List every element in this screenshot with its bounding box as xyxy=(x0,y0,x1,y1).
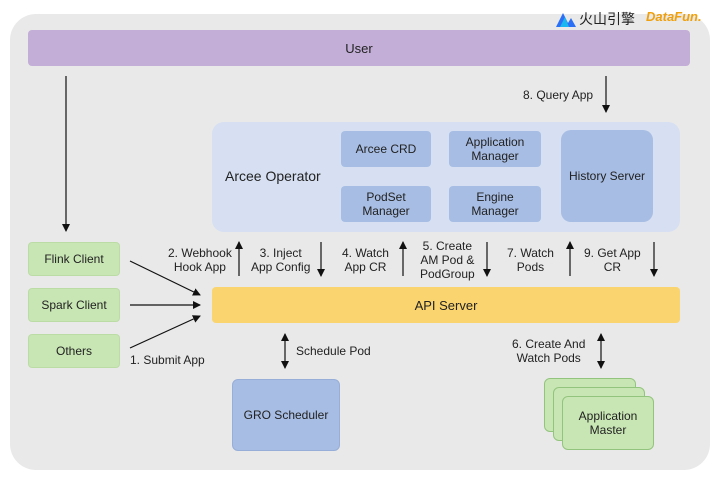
user-label: User xyxy=(345,40,373,56)
step-create-am-pod-line2: AM Pod & xyxy=(420,253,475,267)
step-create-watch-pods-line1: 6. Create And xyxy=(512,337,586,351)
step-create-watch-pods-line2: Watch Pods xyxy=(516,351,581,365)
arcee-operator-title: Arcee Operator xyxy=(225,168,321,184)
step-inject-line1: 3. Inject xyxy=(259,246,302,260)
step-watch-app-cr: 4. Watch App CR xyxy=(342,246,389,274)
podset-manager-box: PodSet Manager xyxy=(341,186,431,222)
others-label: Others xyxy=(55,344,92,358)
arcee-crd-label: Arcee CRD xyxy=(355,142,417,156)
api-server-box: API Server xyxy=(212,287,680,323)
history-server-box: History Server xyxy=(561,130,653,222)
step-schedule-pod: Schedule Pod xyxy=(296,344,371,358)
flink-client-label: Flink Client xyxy=(44,252,104,266)
engine-manager-box: Engine Manager xyxy=(449,186,541,222)
spark-client-box: Spark Client xyxy=(28,288,120,322)
engine-manager-label: Engine Manager xyxy=(471,190,518,218)
engine-manager-line1: Engine xyxy=(476,190,514,204)
step-webhook: 2. Webhook Hook App xyxy=(168,246,232,274)
application-master-line1: Application xyxy=(578,409,638,423)
volcano-engine-logo: 火山引擎 xyxy=(556,9,635,29)
user-box: User xyxy=(28,30,690,66)
spark-client-label: Spark Client xyxy=(41,298,107,312)
history-server-label: History Server xyxy=(568,169,645,183)
datafun-logo: DataFun. xyxy=(646,9,702,24)
volcano-engine-text: 火山引擎 xyxy=(579,11,635,27)
step-watch-pods-line1: 7. Watch xyxy=(507,246,554,260)
others-box: Others xyxy=(28,334,120,368)
step-inject-line2: App Config xyxy=(251,260,311,274)
gro-scheduler-box: GRO Scheduler xyxy=(232,379,340,451)
step-watch-app-cr-line2: App CR xyxy=(344,260,387,274)
application-manager-label: Application Manager xyxy=(466,135,525,163)
step-webhook-line1: 2. Webhook xyxy=(168,246,232,260)
step-inject: 3. Inject App Config xyxy=(251,246,310,274)
gro-scheduler-label: GRO Scheduler xyxy=(243,408,329,422)
api-server-label: API Server xyxy=(414,297,478,313)
application-master-box: Application Master xyxy=(562,396,654,450)
application-master-line2: Master xyxy=(589,423,627,437)
podset-manager-line2: Manager xyxy=(362,204,410,218)
application-master-label: Application Master xyxy=(579,409,638,437)
step-get-app-cr-line2: CR xyxy=(603,260,622,274)
application-manager-line1: Application xyxy=(465,135,525,149)
podset-manager-line1: PodSet xyxy=(366,190,406,204)
mountain-icon xyxy=(556,13,576,27)
step-create-watch-pods: 6. Create And Watch Pods xyxy=(512,337,585,365)
flink-submit-arrow xyxy=(129,260,201,296)
podset-manager-label: PodSet Manager xyxy=(362,190,409,218)
others-submit-arrow xyxy=(129,315,201,349)
engine-manager-line2: Manager xyxy=(471,204,519,218)
step-watch-pods-line2: Pods xyxy=(516,260,545,274)
step-submit-app: 1. Submit App xyxy=(130,353,205,367)
application-manager-line2: Manager xyxy=(471,149,519,163)
arcee-crd-box: Arcee CRD xyxy=(341,131,431,167)
step-create-am-pod-line3: PodGroup xyxy=(420,267,475,281)
application-manager-box: Application Manager xyxy=(449,131,541,167)
step-create-am-pod: 5. Create AM Pod & PodGroup xyxy=(420,239,475,281)
step-create-am-pod-line1: 5. Create xyxy=(422,239,473,253)
flink-client-box: Flink Client xyxy=(28,242,120,276)
step-query-app: 8. Query App xyxy=(523,88,594,102)
step-get-app-cr-line1: 9. Get App xyxy=(584,246,641,260)
step-watch-app-cr-line1: 4. Watch xyxy=(342,246,389,260)
step-get-app-cr: 9. Get App CR xyxy=(584,246,641,274)
step-webhook-line2: Hook App xyxy=(173,260,226,274)
step-watch-pods: 7. Watch Pods xyxy=(507,246,554,274)
